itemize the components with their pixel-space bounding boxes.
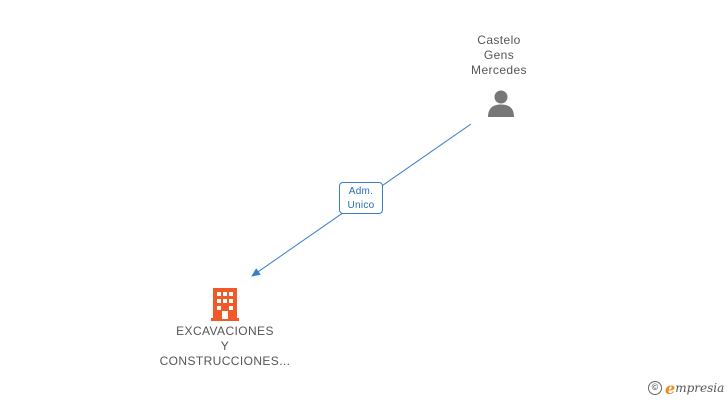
copyright-icon: © [648, 381, 662, 395]
person-name-line-3: Mercedes [471, 63, 527, 77]
role-line-2: Unico [347, 200, 375, 211]
role-line-1: Adm. [348, 186, 374, 197]
empresia-brand: © e mpresia [648, 378, 724, 398]
person-node-label[interactable]: Castelo Gens Mercedes [449, 33, 549, 78]
person-name-line-1: Castelo [477, 33, 521, 47]
role-badge[interactable]: Adm. Unico [339, 182, 383, 214]
building-icon[interactable] [209, 285, 241, 321]
brand-initial: e [665, 378, 676, 398]
company-node-label[interactable]: EXCAVACIONES Y CONSTRUCCIONES... [135, 324, 315, 369]
person-name-line-2: Gens [483, 48, 515, 62]
brand-name: mpresia [675, 381, 725, 395]
company-name-line-1: EXCAVACIONES [176, 324, 274, 338]
company-name-line-2: Y [220, 339, 230, 353]
person-icon[interactable] [486, 88, 516, 118]
company-name-line-3: CONSTRUCCIONES... [159, 354, 291, 368]
